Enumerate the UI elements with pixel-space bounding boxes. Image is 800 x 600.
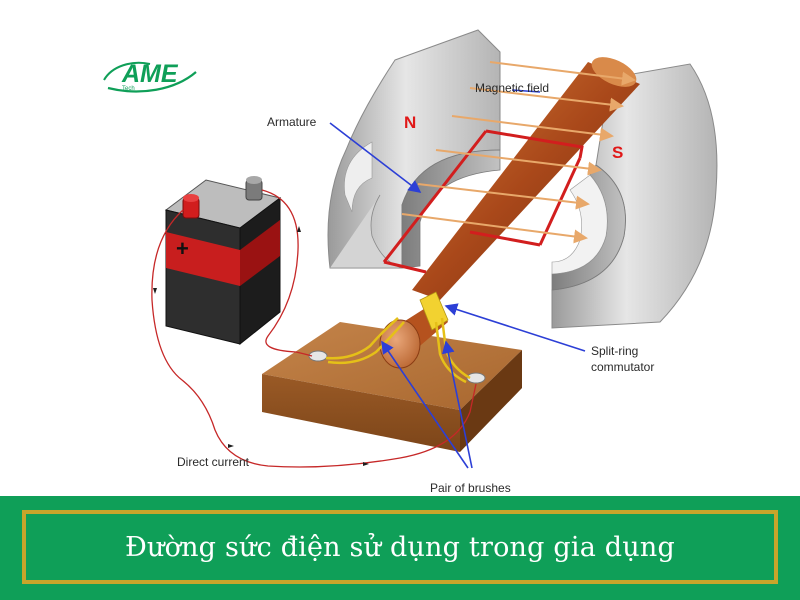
caption-text: Đường sức điện sử dụng trong gia dụng bbox=[125, 531, 675, 563]
split-ring-commutator bbox=[379, 291, 449, 369]
south-pole-label: S bbox=[612, 143, 623, 162]
brush-pointer-right bbox=[441, 340, 473, 469]
terminal-screw-right bbox=[466, 372, 486, 384]
armature-pointer bbox=[329, 122, 422, 193]
magnetic-field-lines bbox=[401, 61, 636, 244]
terminal-screw-left bbox=[308, 350, 328, 362]
logo-text: AME bbox=[121, 60, 179, 88]
north-pole-label: N bbox=[404, 113, 416, 132]
brush-pointer-left bbox=[381, 340, 469, 469]
magnetic-field-label: Magnetic field bbox=[475, 81, 549, 95]
ame-logo: AME Tech bbox=[103, 60, 197, 93]
north-magnet bbox=[327, 29, 501, 269]
armature-label: Armature bbox=[267, 115, 317, 129]
commutator-pointer bbox=[444, 303, 586, 352]
armature-coil bbox=[382, 129, 584, 274]
commutator-label-line1: Split-ring bbox=[591, 344, 638, 358]
circuit-wire bbox=[151, 189, 477, 468]
south-magnet bbox=[551, 63, 718, 329]
brushes-label: Pair of brushes bbox=[430, 481, 511, 495]
field-pointer bbox=[511, 89, 541, 93]
current-direction-arrows bbox=[153, 226, 369, 466]
caption-frame: Đường sức điện sử dụng trong gia dụng bbox=[22, 510, 778, 584]
battery-plus-sign: + bbox=[176, 236, 189, 261]
commutator-label-line2: commutator bbox=[591, 360, 654, 374]
caption-banner: Đường sức điện sử dụng trong gia dụng bbox=[0, 496, 800, 600]
logo-subtext: Tech bbox=[122, 86, 135, 92]
label-pointers bbox=[329, 89, 586, 469]
direct-current-label: Direct current bbox=[177, 455, 250, 469]
battery: + bbox=[164, 176, 282, 346]
